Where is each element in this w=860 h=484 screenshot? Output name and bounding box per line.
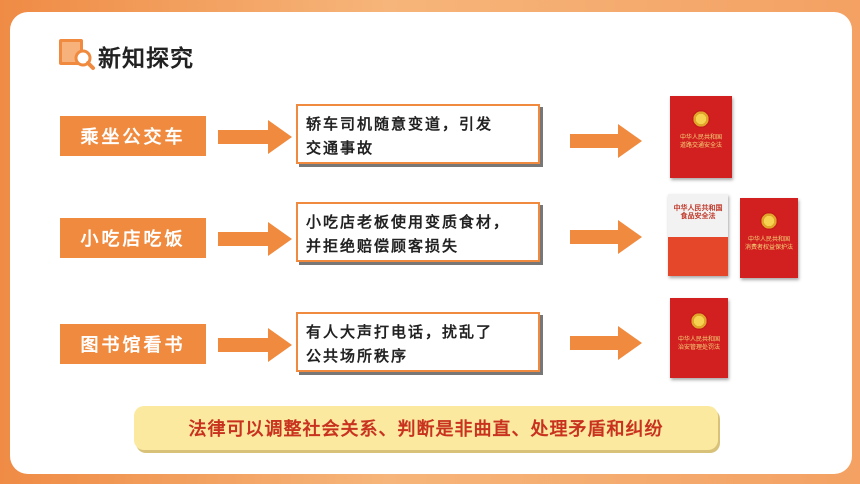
law-book-cover: 中华人民共和国 消费者权益保护法	[740, 198, 798, 278]
arrow-right-icon	[570, 326, 642, 360]
law-book-cover: 中华人民共和国 治安管理处罚法	[670, 298, 728, 378]
conclusion-banner: 法律可以调整社会关系、判断是非曲直、处理矛盾和纠纷	[134, 406, 718, 450]
description-line: 有人大声打电话，扰乱了	[306, 323, 494, 341]
scenario-label: 图书馆看书	[60, 324, 206, 364]
page-title: 新知探究	[98, 46, 194, 72]
description-line: 并拒绝赔偿顾客损失	[306, 237, 460, 255]
book-title: 中华人民共和国 道路交通安全法	[679, 134, 722, 149]
scenario-description: 有人大声打电话，扰乱了 公共场所秩序	[296, 312, 540, 372]
book-title: 中华人民共和国 食品安全法	[673, 203, 723, 220]
national-emblem-icon	[692, 110, 710, 128]
scenario-label: 乘坐公交车	[60, 116, 206, 156]
scenario-label: 小吃店吃饭	[60, 218, 206, 258]
description-line: 小吃店老板使用变质食材，	[306, 213, 511, 231]
scenario-description: 小吃店老板使用变质食材， 并拒绝赔偿顾客损失	[296, 202, 540, 262]
arrow-right-icon	[570, 124, 642, 158]
arrow-right-icon	[570, 220, 642, 254]
scenario-row-library: 图书馆看书 有人大声打电话，扰乱了 公共场所秩序 中华人民共和国 治安管理处罚法	[0, 298, 860, 378]
description-line: 轿车司机随意变道，引发	[306, 115, 494, 133]
description-line: 交通事故	[306, 139, 375, 157]
arrow-right-icon	[218, 222, 292, 256]
description-line: 公共场所秩序	[306, 347, 409, 365]
scenario-row-bus: 乘坐公交车 轿车司机随意变道，引发 交通事故 中华人民共和国 道路交通安全法	[0, 96, 860, 178]
national-emblem-icon	[760, 212, 778, 230]
scenario-description: 轿车司机随意变道，引发 交通事故	[296, 104, 540, 164]
arrow-right-icon	[218, 120, 292, 154]
scenario-row-restaurant: 小吃店吃饭 小吃店老板使用变质食材， 并拒绝赔偿顾客损失 中华人民共和国 食品安…	[0, 194, 860, 278]
book-title: 中华人民共和国 消费者权益保护法	[744, 236, 793, 251]
law-book-cover: 中华人民共和国 道路交通安全法	[670, 96, 732, 178]
arrow-right-icon	[218, 328, 292, 362]
book-search-icon	[59, 39, 95, 70]
national-emblem-icon	[690, 312, 708, 330]
book-title: 中华人民共和国 治安管理处罚法	[677, 336, 720, 351]
law-book-cover: 中华人民共和国 食品安全法	[668, 194, 728, 276]
